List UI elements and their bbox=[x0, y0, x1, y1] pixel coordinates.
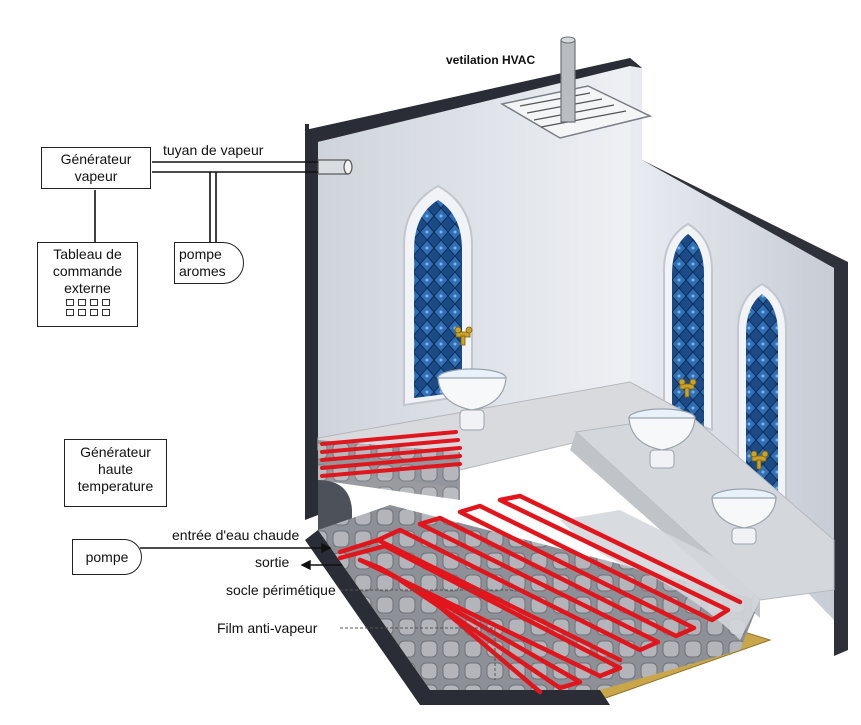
arch-tiles-1 bbox=[414, 200, 462, 398]
pump-box: pompe bbox=[72, 539, 142, 575]
inner-wall-left bbox=[318, 66, 630, 470]
steam-pipe-label: tuyan de vapeur bbox=[163, 142, 264, 158]
outlet-label: sortie bbox=[255, 554, 290, 570]
high-temp-generator-line-2: haute bbox=[97, 461, 134, 477]
basin-2 bbox=[628, 408, 696, 469]
steam-generator-box: Générateur vapeur bbox=[41, 147, 151, 189]
hvac-label: vetilation HVAC bbox=[446, 53, 536, 67]
vapor-film-label: Film anti-vapeur bbox=[217, 620, 318, 636]
control-panel-box: Tableau de commande externe bbox=[37, 242, 138, 327]
aroma-pump-box: pompe aromes bbox=[174, 242, 244, 284]
basin-3 bbox=[711, 488, 777, 545]
faucet-1 bbox=[454, 326, 473, 346]
bench-side-curve bbox=[318, 480, 352, 530]
arch-tiles-2 bbox=[672, 234, 704, 428]
high-temp-generator-box: Générateur haute temperature bbox=[64, 439, 167, 507]
basin-1 bbox=[437, 368, 507, 431]
bench-heating-pipe bbox=[320, 430, 462, 478]
control-panel-line-1: Tableau de bbox=[53, 246, 122, 262]
aroma-pump-line-2: aromes bbox=[179, 263, 226, 279]
hvac-pipe bbox=[560, 39, 576, 123]
perimeter-base-label: socle périmétique bbox=[226, 582, 336, 598]
control-panel-line-3: externe bbox=[64, 280, 111, 296]
steam-pipe-end bbox=[343, 159, 353, 175]
floor-dark-edge bbox=[305, 530, 610, 705]
hvac-pipe-top bbox=[560, 36, 576, 44]
faucet-2 bbox=[678, 378, 697, 398]
control-panel-line-2: commande bbox=[52, 263, 123, 279]
high-temp-generator-line-1: Générateur bbox=[80, 444, 151, 460]
aroma-pump-line-1: pompe bbox=[179, 246, 222, 262]
hot-water-in-label: entrée d'eau chaude bbox=[172, 527, 300, 543]
control-panel-buttons-icon bbox=[38, 299, 137, 316]
faucet-3 bbox=[750, 450, 769, 470]
high-temp-generator-line-3: temperature bbox=[77, 478, 154, 494]
steam-generator-line-1: Générateur bbox=[60, 151, 132, 167]
pump-arrows bbox=[140, 542, 342, 571]
wall-top-edge bbox=[305, 124, 309, 132]
steam-generator-line-2: vapeur bbox=[74, 168, 118, 184]
schematic-lines bbox=[94, 161, 318, 242]
floor-heating-pipe bbox=[337, 493, 743, 695]
